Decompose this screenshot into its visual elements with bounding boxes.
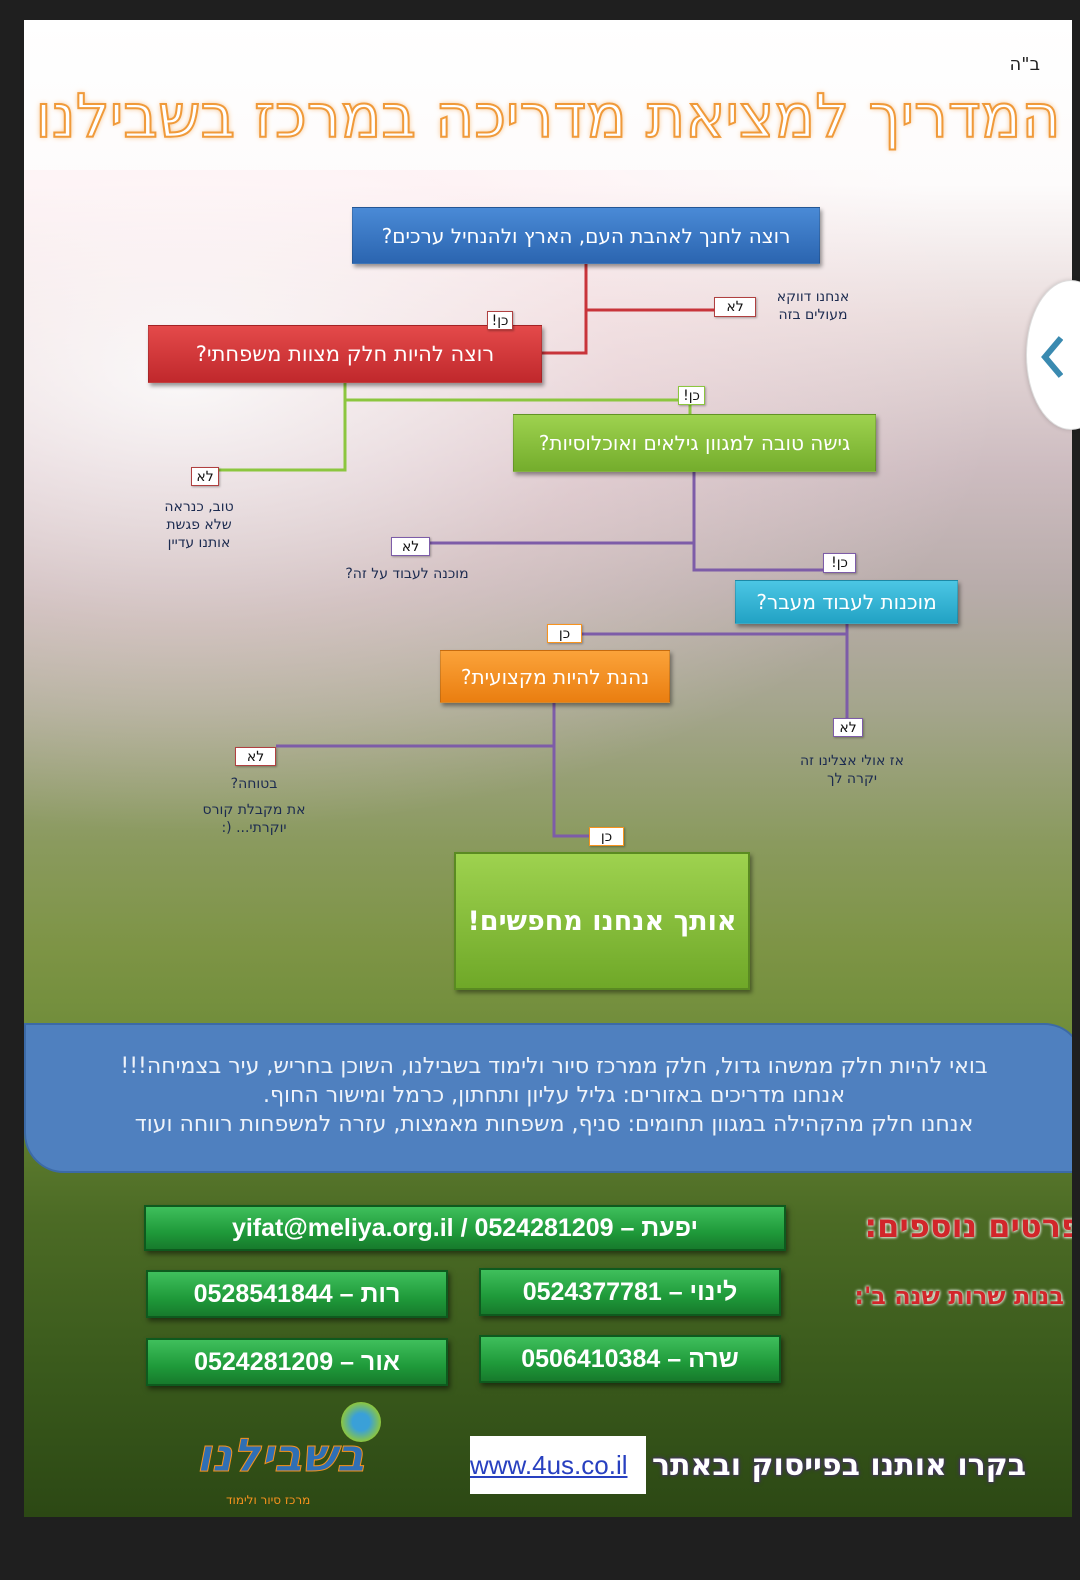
yes-tag: כן! <box>823 553 856 573</box>
yes-tag: כן! <box>678 386 705 405</box>
no1-text: אנחנו דווקא מעולים בזה <box>776 289 850 323</box>
no-tag: לא <box>391 537 430 556</box>
year-b-label: בנות שרות שנה ב': <box>854 1282 1064 1310</box>
logo-subtitle: מרכז סיור ולימוד <box>226 1493 311 1507</box>
no-tag: לא <box>833 718 863 737</box>
chevron-left-icon <box>1041 336 1063 378</box>
question-box-5: נהנת להיות מקצועית? <box>440 650 670 703</box>
no-tag: לא <box>235 747 276 766</box>
contact-person: רות – 0528541844 <box>146 1270 448 1318</box>
website-link-box[interactable]: www.4us.co.il <box>470 1436 646 1494</box>
question-box-1: רוצה לחנך לאהבת העם, הארץ ולהנחיל ערכים? <box>352 207 820 264</box>
question-box-4: מוכנות לעבוד מעבר? <box>735 580 958 624</box>
logo-text: בשבילנו <box>196 1428 366 1483</box>
no5-text-b: את מקבלת קורס יוקרתי... (: <box>202 802 306 836</box>
result-box: אותך אנחנו מחפשים! <box>454 852 750 990</box>
more-details-label: פרטים נוספים: <box>864 1207 1072 1245</box>
about-line-1: בואי להיות חלק ממשהו גדול, חלק ממרכז סיו… <box>120 1054 988 1079</box>
about-line-3: אנחנו חלק מהקהילה במגוון תחומים: סניף, מ… <box>134 1112 974 1137</box>
bh-mark: ב"ה <box>1009 54 1040 75</box>
poster-title: המדריך למציאת מדריכה במרכז בשבילנו <box>34 81 1061 153</box>
visit-us-text: בקרו אותנו בפייסוק ובאתר <box>652 1448 1027 1483</box>
poster: ב"ה המדריך למציאת מדריכה במרכז בשבילנו ר… <box>24 20 1072 1517</box>
background-haze <box>24 170 1072 870</box>
contact-person: אור – 0524281209 <box>146 1338 448 1386</box>
yes-tag: כן! <box>487 311 513 330</box>
no5-text-a: בטוחה? <box>230 776 278 792</box>
contact-person: לינוי – 0524377781 <box>479 1268 781 1316</box>
website-link[interactable]: www.4us.co.il <box>470 1449 628 1480</box>
no3-text: מוכנה לעבוד על זה? <box>345 566 469 582</box>
question-box-3: גישה טובה למגוון גילאים ואוכלוסיות? <box>513 414 876 472</box>
logo: בשבילנו מרכז סיור ולימוד <box>186 1398 396 1513</box>
logo-tree-icon <box>341 1402 381 1442</box>
yes-tag: כן <box>589 827 624 846</box>
yes-tag: כן <box>547 624 582 643</box>
no2-text: טוב, כנראה שלא פגשת אותנו עדיין <box>164 499 234 551</box>
no-tag: לא <box>191 467 219 486</box>
contact-person: שרה – 0506410384 <box>479 1335 781 1383</box>
question-box-2: רוצה להיות חלק מצוות משפחתי? <box>148 325 542 383</box>
contact-main: יפעת – 0524281209 / yifat@meliya.org.il <box>144 1205 786 1251</box>
about-line-2: אנחנו מדריכים באזורים: גליל עליון ותחתון… <box>262 1083 846 1108</box>
no4-text: אז אולי אצלינו זה יקרה לך <box>800 753 904 787</box>
about-panel: בואי להיות חלק ממשהו גדול, חלק ממרכז סיו… <box>24 1023 1072 1173</box>
no-tag: לא <box>714 297 756 317</box>
